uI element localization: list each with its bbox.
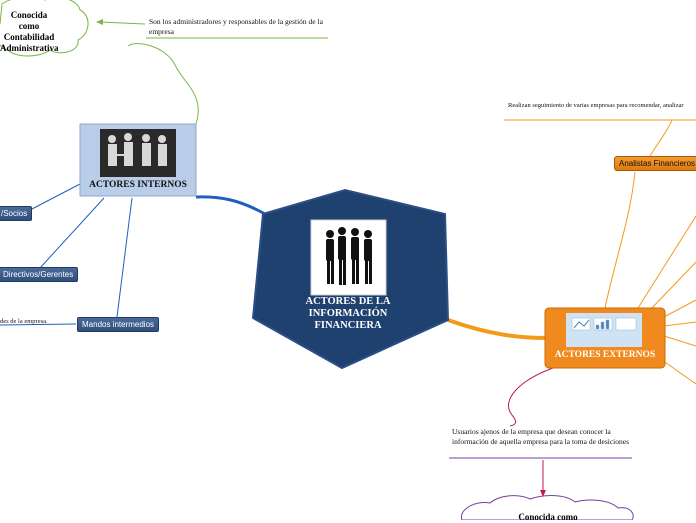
connector-externos-branch-2 (649, 261, 696, 311)
externos-title[interactable]: ACTORES EXTERNOS (554, 350, 656, 360)
connector-externos-analistas (604, 171, 636, 309)
connector-mandos-note (0, 323, 77, 326)
internos-item-directivos[interactable]: Directivos/Gerentes (0, 267, 79, 282)
mandos-note: des de la empresa. (0, 318, 48, 325)
externos-description: Usuarios ajenos de la empresa que desean… (452, 427, 630, 446)
internos-description: Son los administradores y responsables d… (149, 17, 323, 36)
cloud-internos-text: Conocida como Contabilidad Administrativ… (0, 10, 59, 53)
connector-analistas-note (649, 119, 673, 157)
arrowhead-cloud-2 (540, 490, 546, 497)
cloud-conocida-como-bottom (460, 495, 634, 520)
internos-title[interactable]: ACTORES INTERNOS (89, 180, 187, 190)
connector-externos-branch-6 (661, 359, 696, 385)
internos-item-mandos[interactable]: Mandos intermedios (77, 317, 160, 332)
center-title[interactable]: ACTORES DE LA INFORMACIÓN FINANCIERA (305, 296, 391, 331)
connector-internos-description (127, 43, 199, 125)
connector-description-cloud (99, 21, 146, 25)
connector-center-internos (195, 195, 266, 216)
connector-externos-branch-3 (661, 299, 696, 319)
connector-externos-branch-4 (663, 321, 696, 327)
business-handshake-icon (108, 133, 167, 166)
data-analytics-icon (571, 317, 637, 331)
connector-internos-directivos (39, 197, 105, 269)
connector-center-externos (447, 318, 549, 340)
connector-internos-socios (29, 183, 81, 211)
connector-externos-branch-5 (663, 335, 696, 347)
cloud-contabilidad-administrativa (0, 0, 89, 57)
internos-item-socios[interactable]: /Socios (0, 206, 33, 221)
connector-externos-branch-1 (637, 215, 696, 309)
connector-externos-description (507, 367, 554, 427)
cloud-externos-text: Conocida como (518, 512, 578, 522)
analistas-note: Realizan seguimiento de varias empresas … (508, 102, 684, 109)
arrowhead-cloud (96, 19, 103, 25)
connector-internos-mandos (116, 197, 133, 318)
people-silhouette-icon (326, 227, 372, 285)
center-image-frame (310, 219, 387, 296)
analistas-financieros-node[interactable]: Analistas Financieros (614, 156, 696, 171)
